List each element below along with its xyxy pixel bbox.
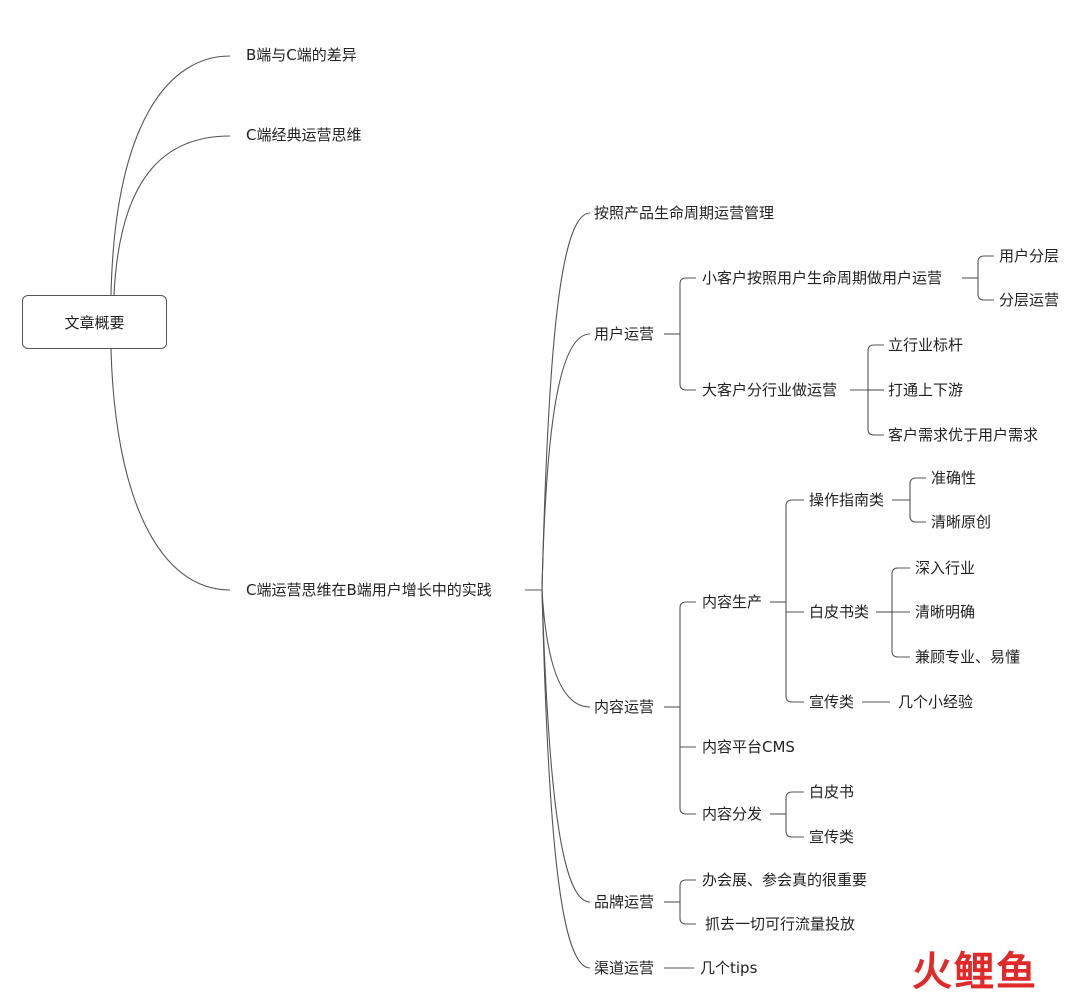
connector-small-layer-ops (977, 278, 994, 301)
connector-distribution-whitepaper (785, 791, 804, 814)
connector-production-whitepaper (785, 602, 804, 613)
connector-practice-user-ops (541, 333, 591, 591)
connector-small-layer (977, 255, 994, 278)
node-expo[interactable]: 办会展、参会真的很重要 (702, 871, 868, 889)
connector-guides-accuracy (909, 477, 926, 500)
connector-root-b-vs-c (110, 55, 231, 296)
root-node[interactable]: 文章概要 (22, 295, 167, 349)
connector-user-small (679, 277, 696, 334)
node-clear-original[interactable]: 清晰原创 (931, 513, 992, 531)
node-guides[interactable]: 操作指南类 (809, 491, 885, 509)
node-deep-industry[interactable]: 深入行业 (915, 559, 976, 577)
node-content-ops[interactable]: 内容运营 (594, 698, 655, 716)
node-practice[interactable]: C端运营思维在B端用户增长中的实践 (246, 581, 492, 599)
node-large-clients[interactable]: 大客户分行业做运营 (702, 381, 838, 399)
node-accuracy[interactable]: 准确性 (931, 469, 977, 487)
node-cms[interactable]: 内容平台CMS (702, 738, 795, 756)
node-few-tips[interactable]: 几个小经验 (898, 693, 974, 711)
connector-large-needs (867, 390, 884, 436)
node-channel-tips[interactable]: 几个tips (700, 959, 758, 977)
node-distribution[interactable]: 内容分发 (702, 805, 763, 823)
connector-content-cms (679, 707, 696, 748)
node-channel-ops[interactable]: 渠道运营 (594, 959, 655, 977)
node-dist-promo[interactable]: 宣传类 (809, 828, 855, 846)
connector-content-distribution (679, 747, 696, 815)
node-clear-precise[interactable]: 清晰明确 (915, 603, 976, 621)
root-label: 文章概要 (64, 313, 125, 332)
connector-practice-channel-ops (541, 589, 591, 969)
node-lifecycle-mgmt[interactable]: 按照产品生命周期运营管理 (594, 204, 775, 222)
connector-large-benchmark (867, 344, 884, 390)
connector-root-practice (110, 348, 231, 591)
node-b-vs-c[interactable]: B端与C端的差异 (246, 46, 357, 64)
connector-brand-traffic (679, 902, 696, 925)
connector-practice-brand-ops (541, 589, 591, 903)
connector-production-guides (785, 499, 804, 602)
connector-content-production (679, 601, 696, 707)
node-client-needs[interactable]: 客户需求优于用户需求 (888, 426, 1039, 444)
node-content-production[interactable]: 内容生产 (702, 593, 763, 611)
node-c-classic[interactable]: C端经典运营思维 (246, 126, 362, 144)
node-traffic[interactable]: 抓去一切可行流量投放 (705, 915, 856, 933)
connector-practice-content-ops (541, 589, 591, 708)
node-layered-ops[interactable]: 分层运营 (999, 291, 1060, 309)
node-small-clients[interactable]: 小客户按照用户生命周期做用户运营 (702, 269, 943, 287)
node-up-downstream[interactable]: 打通上下游 (888, 381, 964, 399)
connector-practice-lifecycle (541, 212, 591, 591)
watermark-logo: 火鲤鱼 (912, 949, 1038, 995)
node-user-layering[interactable]: 用户分层 (999, 247, 1060, 265)
node-whitepaper-type[interactable]: 白皮书类 (809, 603, 870, 621)
node-benchmark[interactable]: 立行业标杆 (888, 336, 964, 354)
connector-brand-expo (679, 879, 696, 902)
connector-distribution-promo (785, 814, 804, 838)
connector-guides-original (909, 500, 926, 523)
node-pro-easy[interactable]: 兼顾专业、易懂 (915, 648, 1021, 666)
node-dist-whitepaper[interactable]: 白皮书 (809, 783, 855, 801)
connector-whitepaper-deep (891, 567, 910, 612)
node-promo-type[interactable]: 宣传类 (809, 693, 855, 711)
connector-root-c-classic (113, 135, 231, 296)
node-brand-ops[interactable]: 品牌运营 (594, 893, 655, 911)
connector-user-large (679, 334, 696, 391)
node-user-ops[interactable]: 用户运营 (594, 325, 655, 343)
connector-production-promo (785, 612, 804, 703)
connector-whitepaper-easy (891, 612, 910, 658)
